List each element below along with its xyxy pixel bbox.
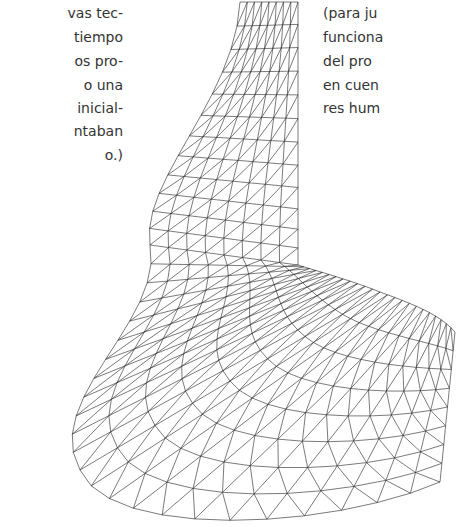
text-fragment: o.) bbox=[104, 146, 124, 164]
text-fragment: funciona bbox=[322, 28, 384, 46]
mesh-lines bbox=[72, 2, 455, 520]
text-fragment: inicial- bbox=[76, 99, 124, 117]
text-fragment: vas tec- bbox=[67, 4, 124, 22]
text-fragment: ntaban bbox=[73, 122, 124, 140]
text-fragment: del pro bbox=[322, 52, 373, 70]
text-fragment: o una bbox=[83, 76, 124, 94]
text-fragment: res hum bbox=[322, 99, 381, 117]
text-fragment: os pro- bbox=[73, 52, 124, 70]
text-fragment: (para ju bbox=[322, 4, 378, 22]
text-fragment: en cuen bbox=[322, 76, 380, 94]
text-fragment: tiempo bbox=[73, 28, 124, 46]
